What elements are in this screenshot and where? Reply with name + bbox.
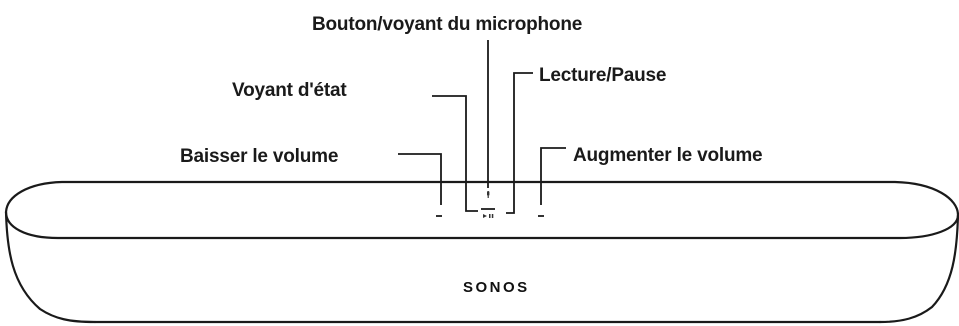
soundbar-body xyxy=(4,180,959,324)
sonos-logo: SONOS xyxy=(463,279,530,296)
control-marks xyxy=(436,191,544,218)
play-pause-label: Lecture/Pause xyxy=(539,65,667,86)
volume-up-leader-line xyxy=(540,147,566,205)
volume-up-button[interactable] xyxy=(538,215,544,217)
play-pause-icon[interactable] xyxy=(483,214,494,218)
volume-down-leader-line xyxy=(398,153,442,205)
play-pause-leader-line xyxy=(506,72,533,214)
status-light-leader-line xyxy=(432,95,478,212)
mic-icon[interactable] xyxy=(487,191,490,198)
volume-down-label: Baisser le volume xyxy=(180,146,339,167)
soundbar-right-side xyxy=(878,213,959,324)
soundbar-left-side xyxy=(4,210,97,324)
volume-up-label: Augmenter le volume xyxy=(573,145,763,166)
volume-down-button[interactable] xyxy=(436,215,442,217)
soundbar-top-surface xyxy=(4,180,959,240)
status-light-label: Voyant d'état xyxy=(232,80,347,101)
mic-button-label: Bouton/voyant du microphone xyxy=(312,14,583,35)
status-light-indicator xyxy=(481,208,495,210)
